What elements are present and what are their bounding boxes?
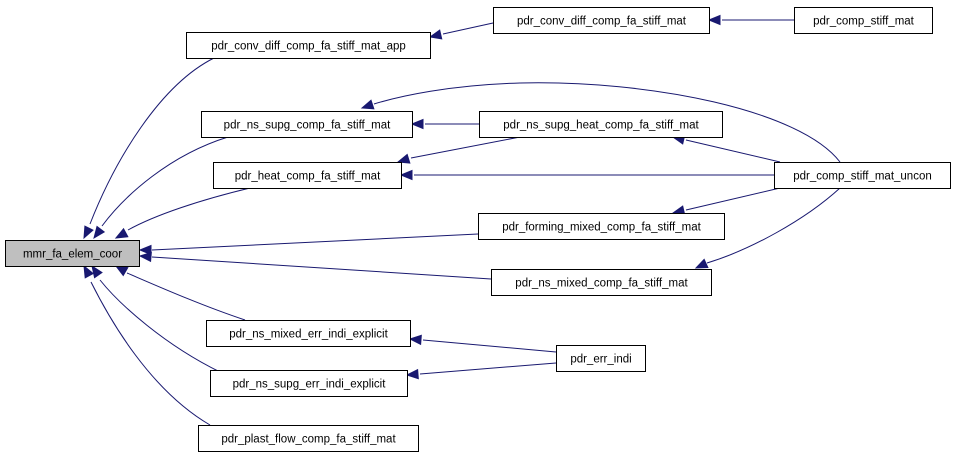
node-pdr_comp_stiff_mat[interactable]: pdr_comp_stiff_mat <box>794 7 933 34</box>
node-box[interactable] <box>201 111 413 138</box>
edge-arrowhead <box>83 225 94 240</box>
node-box[interactable] <box>210 370 408 397</box>
edge-pdr_ns_supg_comp_fa_stiff_mat-to-mmr_fa_elem_coor <box>93 136 229 240</box>
edge-pdr_comp_stiff_mat_uncon-to-pdr_ns_mixed_comp_fa_stiff_mat <box>694 187 841 269</box>
node-label: pdr_conv_diff_comp_fa_stiff_mat <box>517 16 687 28</box>
edge-arrowhead <box>408 334 422 346</box>
edge-line <box>685 139 781 163</box>
edge-line <box>685 187 781 211</box>
edge-pdr_ns_mixed_err_indi_explicit-to-mmr_fa_elem_coor <box>114 265 246 321</box>
node-box[interactable] <box>794 7 933 34</box>
edge-arrowhead <box>138 244 152 256</box>
edge-line <box>127 187 251 231</box>
edge-pdr_comp_stiff_mat-to-pdr_conv_diff_comp_fa_stiff_mat <box>707 14 794 26</box>
edge-pdr_ns_supg_heat_comp_fa_stiff_mat-to-pdr_ns_supg_comp_fa_stiff_mat <box>410 118 479 130</box>
edge-line <box>101 136 229 227</box>
edge-arrowhead <box>405 368 419 380</box>
node-label: pdr_forming_mixed_comp_fa_stiff_mat <box>502 222 701 234</box>
edge-pdr_conv_diff_comp_fa_stiff_mat_app-to-mmr_fa_elem_coor <box>83 57 215 240</box>
edge-line <box>99 279 221 373</box>
node-label: pdr_plast_flow_comp_fa_stiff_mat <box>221 434 396 446</box>
node-pdr_ns_mixed_err_indi_explicit[interactable]: pdr_ns_mixed_err_indi_explicit <box>206 320 411 347</box>
edge-pdr_heat_comp_fa_stiff_mat-to-mmr_fa_elem_coor <box>114 187 251 239</box>
edge-line <box>90 281 211 426</box>
node-box[interactable] <box>5 240 140 267</box>
edge-pdr_comp_stiff_mat_uncon-to-pdr_forming_mixed_comp_fa_stiff_mat <box>671 187 781 216</box>
node-box[interactable] <box>186 32 431 59</box>
edge-arrowhead <box>399 169 413 181</box>
edge-pdr_plast_flow_comp_fa_stiff_mat-to-mmr_fa_elem_coor <box>83 264 211 426</box>
edge-arrowhead <box>93 225 106 240</box>
edge-pdr_conv_diff_comp_fa_stiff_mat-to-pdr_conv_diff_comp_fa_stiff_mat_app <box>428 22 494 40</box>
edge-line <box>373 82 841 163</box>
node-pdr_ns_supg_heat_comp_fa_stiff_mat[interactable]: pdr_ns_supg_heat_comp_fa_stiff_mat <box>479 111 723 138</box>
edge-pdr_err_indi-to-pdr_ns_supg_err_indi_explicit <box>405 362 557 380</box>
node-label: mmr_fa_elem_coor <box>23 249 122 261</box>
edge-arrowhead <box>707 14 721 26</box>
node-label: pdr_ns_mixed_comp_fa_stiff_mat <box>515 278 688 290</box>
node-label: pdr_heat_comp_fa_stiff_mat <box>235 171 381 183</box>
node-pdr_comp_stiff_mat_uncon[interactable]: pdr_comp_stiff_mat_uncon <box>774 162 951 189</box>
node-box[interactable] <box>556 345 646 372</box>
edge-arrowhead <box>114 265 129 277</box>
edge-arrowhead <box>694 258 709 269</box>
edge-arrowhead <box>396 153 411 164</box>
node-label: pdr_ns_supg_err_indi_explicit <box>233 379 387 391</box>
nodes-layer: mmr_fa_elem_coor pdr_conv_diff_comp_fa_st… <box>5 7 951 452</box>
node-box[interactable] <box>774 162 951 189</box>
node-box[interactable] <box>491 269 712 296</box>
node-label: pdr_conv_diff_comp_fa_stiff_mat_app <box>211 41 406 53</box>
node-box[interactable] <box>479 111 723 138</box>
node-pdr_ns_supg_err_indi_explicit[interactable]: pdr_ns_supg_err_indi_explicit <box>210 370 408 397</box>
edge-pdr_err_indi-to-pdr_ns_mixed_err_indi_explicit <box>408 334 557 353</box>
edge-line <box>706 187 841 264</box>
edge-line <box>410 136 521 159</box>
node-box[interactable] <box>206 320 411 347</box>
edge-arrowhead <box>360 99 375 110</box>
node-pdr_err_indi[interactable]: pdr_err_indi <box>556 345 646 372</box>
node-pdr_ns_supg_comp_fa_stiff_mat[interactable]: pdr_ns_supg_comp_fa_stiff_mat <box>201 111 413 138</box>
edge-line <box>419 362 557 375</box>
node-box[interactable] <box>213 162 402 189</box>
edge-arrowhead <box>410 118 424 130</box>
node-label: pdr_comp_stiff_mat <box>813 16 915 28</box>
node-label: pdr_ns_supg_heat_comp_fa_stiff_mat <box>503 120 699 132</box>
edge-pdr_comp_stiff_mat_uncon-to-pdr_ns_supg_comp_fa_stiff_mat <box>360 82 841 163</box>
node-box[interactable] <box>478 213 725 240</box>
node-pdr_conv_diff_comp_fa_stiff_mat[interactable]: pdr_conv_diff_comp_fa_stiff_mat <box>493 7 710 34</box>
node-pdr_heat_comp_fa_stiff_mat[interactable]: pdr_heat_comp_fa_stiff_mat <box>213 162 402 189</box>
edge-line <box>151 256 492 280</box>
edge-line <box>442 22 494 35</box>
edge-pdr_comp_stiff_mat_uncon-to-pdr_heat_comp_fa_stiff_mat <box>399 169 774 181</box>
node-mmr_fa_elem_coor[interactable]: mmr_fa_elem_coor <box>5 240 140 267</box>
edge-line <box>126 272 246 321</box>
node-box[interactable] <box>198 425 419 452</box>
edge-pdr_ns_supg_heat_comp_fa_stiff_mat-to-pdr_heat_comp_fa_stiff_mat <box>396 136 521 164</box>
node-pdr_plast_flow_comp_fa_stiff_mat[interactable]: pdr_plast_flow_comp_fa_stiff_mat <box>198 425 419 452</box>
edge-pdr_forming_mixed_comp_fa_stiff_mat-to-mmr_fa_elem_coor <box>138 233 479 256</box>
node-label: pdr_err_indi <box>570 354 631 366</box>
edge-arrowhead <box>83 264 95 279</box>
node-label: pdr_comp_stiff_mat_uncon <box>793 171 932 183</box>
edge-pdr_ns_mixed_comp_fa_stiff_mat-to-mmr_fa_elem_coor <box>138 251 492 280</box>
edge-pdr_comp_stiff_mat_uncon-to-pdr_ns_supg_heat_comp_fa_stiff_mat <box>671 134 781 163</box>
node-pdr_forming_mixed_comp_fa_stiff_mat[interactable]: pdr_forming_mixed_comp_fa_stiff_mat <box>478 213 725 240</box>
node-pdr_ns_mixed_comp_fa_stiff_mat[interactable]: pdr_ns_mixed_comp_fa_stiff_mat <box>491 269 712 296</box>
edges-layer <box>83 14 841 426</box>
edge-arrowhead <box>428 29 443 40</box>
edge-arrowhead <box>138 251 152 263</box>
node-box[interactable] <box>493 7 710 34</box>
edge-line <box>89 57 215 225</box>
node-label: pdr_ns_supg_comp_fa_stiff_mat <box>224 120 391 132</box>
edge-arrowhead <box>91 264 103 279</box>
edge-arrowhead <box>114 227 129 239</box>
edge-line <box>422 339 557 353</box>
node-label: pdr_ns_mixed_err_indi_explicit <box>229 329 388 341</box>
edge-line <box>151 233 479 251</box>
node-pdr_conv_diff_comp_fa_stiff_mat_app[interactable]: pdr_conv_diff_comp_fa_stiff_mat_app <box>186 32 431 59</box>
edge-pdr_ns_supg_err_indi_explicit-to-mmr_fa_elem_coor <box>91 264 221 373</box>
